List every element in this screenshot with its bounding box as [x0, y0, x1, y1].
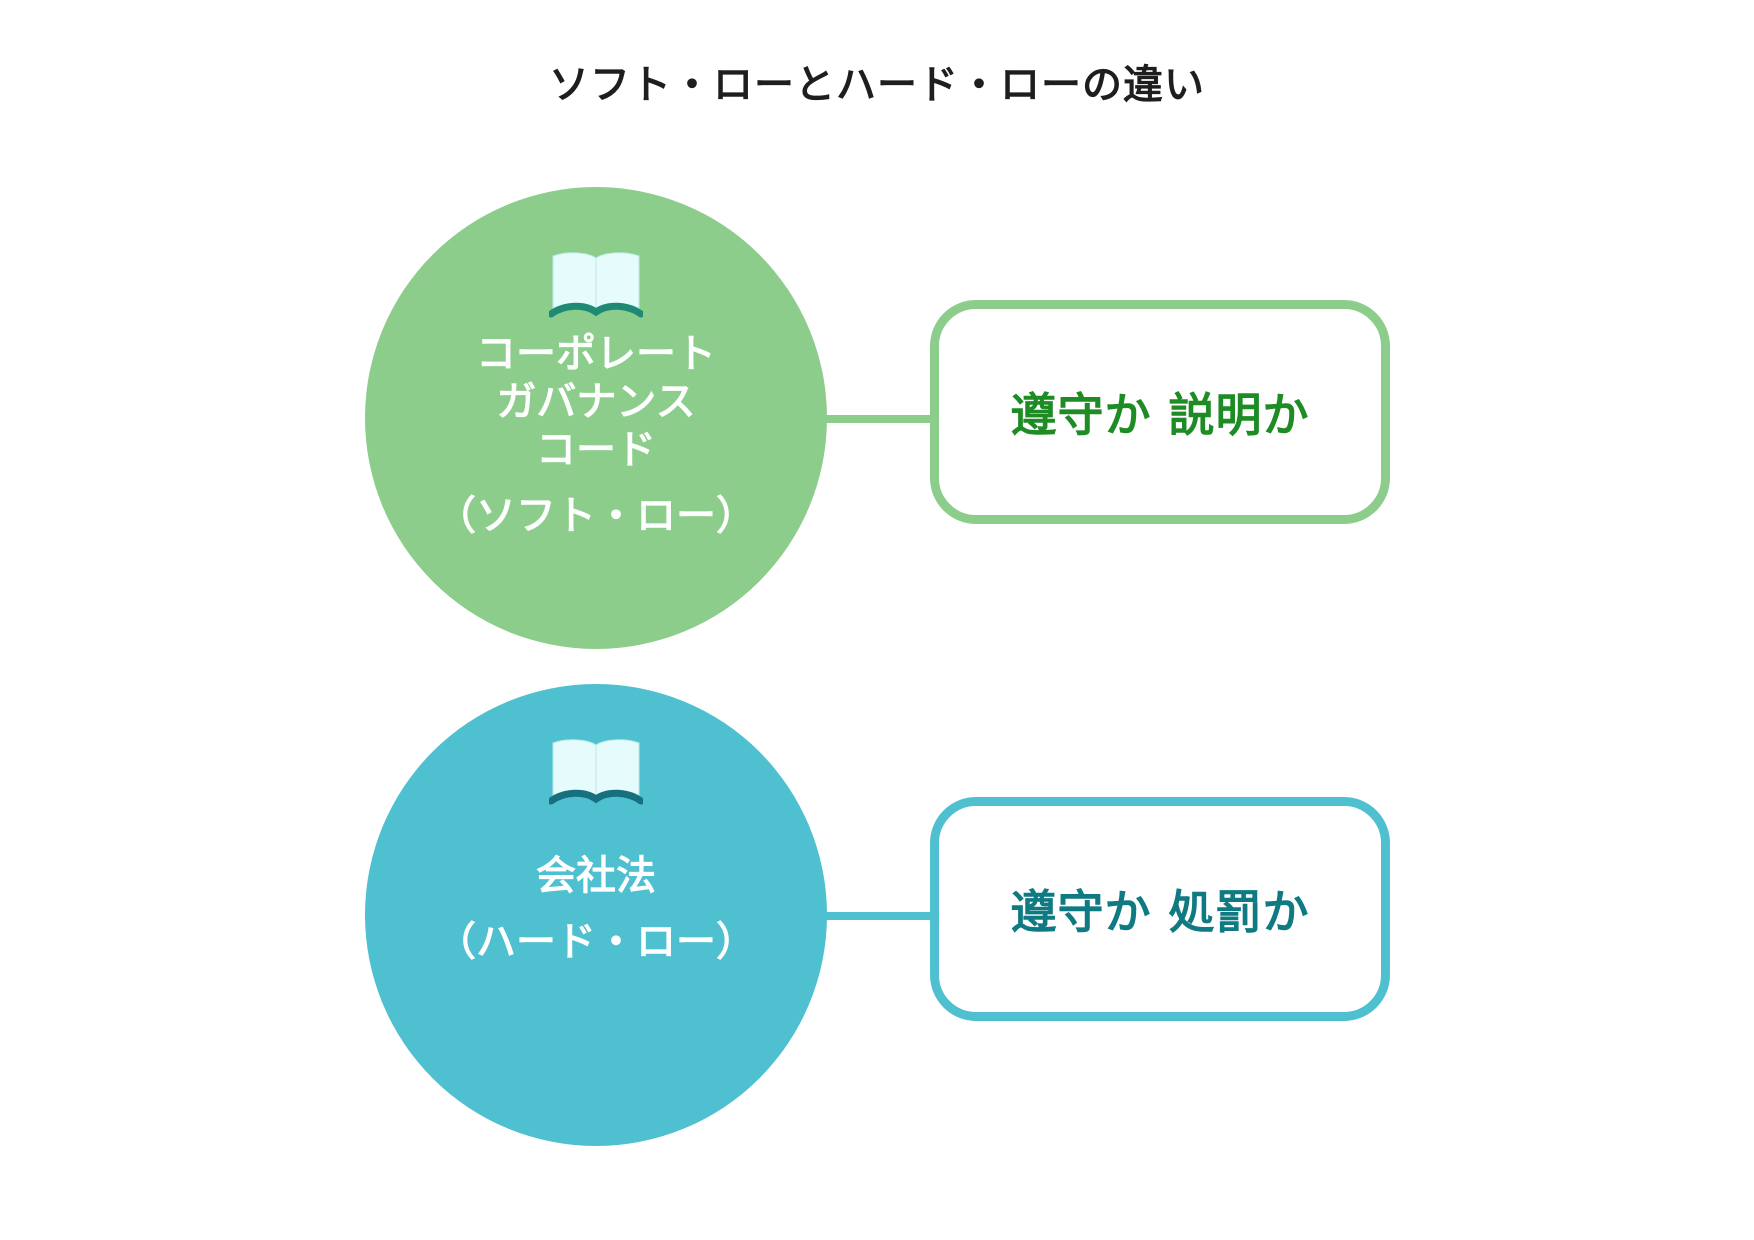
- diagram-title: ソフト・ローとハード・ローの違い: [549, 62, 1205, 108]
- soft-law-connector: [826, 415, 934, 423]
- soft-law-label: コーポレート ガバナンス コード （ソフト・ロー）: [365, 330, 827, 540]
- soft-law-name-line: コード: [536, 427, 656, 473]
- soft-law-principle: 遵守か 説明か: [1010, 388, 1310, 442]
- hard-law-type-label: （ハード・ロー）: [436, 919, 756, 965]
- soft-law-principle-box: 遵守か 説明か: [930, 300, 1390, 524]
- soft-law-name-line: ガバナンス: [496, 379, 696, 425]
- soft-law-type-label: （ソフト・ロー）: [436, 493, 756, 539]
- hard-law-name-line: 会社法: [536, 853, 656, 899]
- hard-law-label: 会社法 （ハード・ロー）: [365, 852, 827, 966]
- hard-law-principle: 遵守か 処罰か: [1010, 885, 1310, 939]
- hard-law-principle-box: 遵守か 処罰か: [930, 797, 1390, 1021]
- soft-law-name-line: コーポレート: [476, 331, 716, 377]
- open-book-icon: [549, 739, 643, 805]
- hard-law-connector: [826, 912, 934, 920]
- open-book-icon: [549, 252, 643, 318]
